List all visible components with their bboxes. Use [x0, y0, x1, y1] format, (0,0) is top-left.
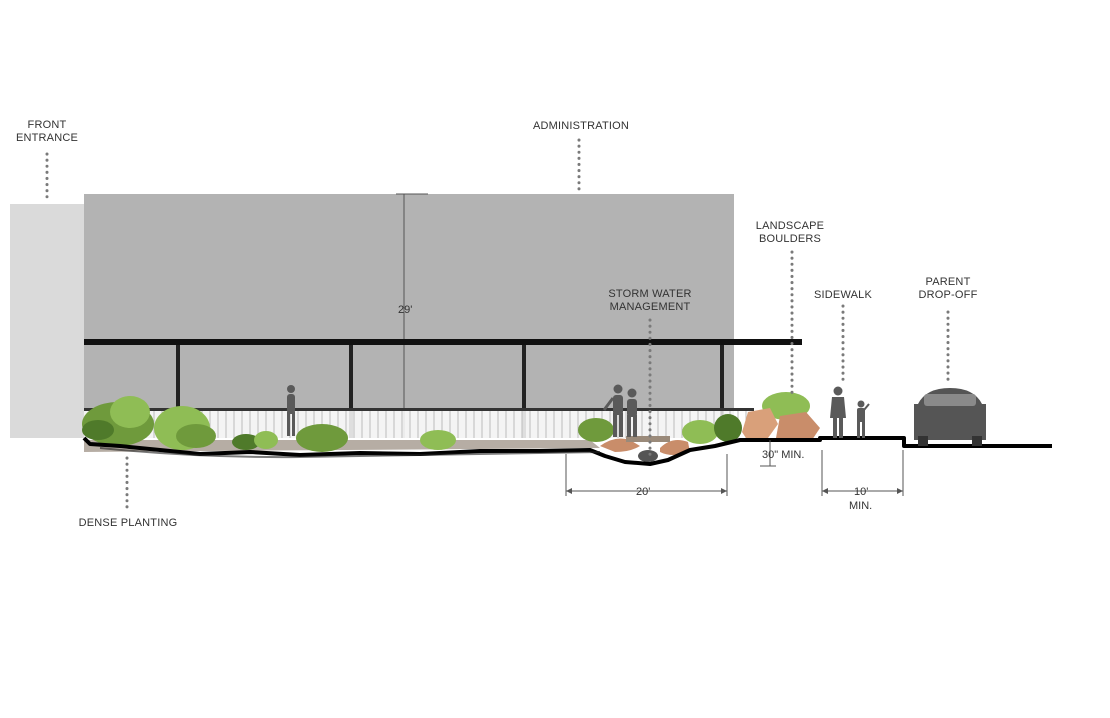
- dense-planting-shrubs: [82, 396, 742, 452]
- leader-lines: [45, 138, 950, 510]
- swale-width-label: 20': [636, 486, 650, 498]
- ground-texture: [99, 447, 601, 459]
- sidewalk-width-label-line2: MIN.: [849, 500, 872, 512]
- label-front-entrance-1: FRONT: [28, 119, 67, 131]
- sidewalk-width-dimension: 10' MIN.: [821, 450, 904, 512]
- label-parent-dropoff-1: PARENT: [925, 276, 970, 288]
- label-front-entrance-2: ENTRANCE: [16, 132, 78, 144]
- car-silhouette: [914, 388, 986, 446]
- height-dimension: 29': [396, 193, 428, 438]
- people-silhouettes: [287, 384, 870, 438]
- front-entrance-block: [10, 204, 84, 438]
- wall-height-label: 30" MIN.: [762, 449, 804, 461]
- administration-building: [84, 194, 734, 438]
- label-sidewalk: SIDEWALK: [814, 289, 873, 301]
- label-administration: ADMINISTRATION: [533, 120, 629, 132]
- callout-labels: FRONT ENTRANCE ADMINISTRATION STORM WATE…: [16, 119, 977, 529]
- label-storm-water-2: MANAGEMENT: [610, 301, 691, 313]
- label-landscape-boulders-2: BOULDERS: [759, 233, 821, 245]
- label-landscape-boulders-1: LANDSCAPE: [756, 220, 824, 232]
- label-storm-water-1: STORM WATER: [608, 288, 691, 300]
- wall-height-dimension: 30" MIN.: [760, 440, 804, 467]
- height-dimension-label: 29': [398, 304, 412, 316]
- landscape-boulders: [742, 392, 820, 440]
- sidewalk-width-label-line1: 10': [854, 486, 868, 498]
- canopy-columns: [176, 345, 724, 438]
- label-dense-planting: DENSE PLANTING: [79, 517, 178, 529]
- label-parent-dropoff-2: DROP-OFF: [918, 289, 977, 301]
- swale-width-dimension: 20': [565, 454, 728, 498]
- canopy-roof: [84, 339, 802, 345]
